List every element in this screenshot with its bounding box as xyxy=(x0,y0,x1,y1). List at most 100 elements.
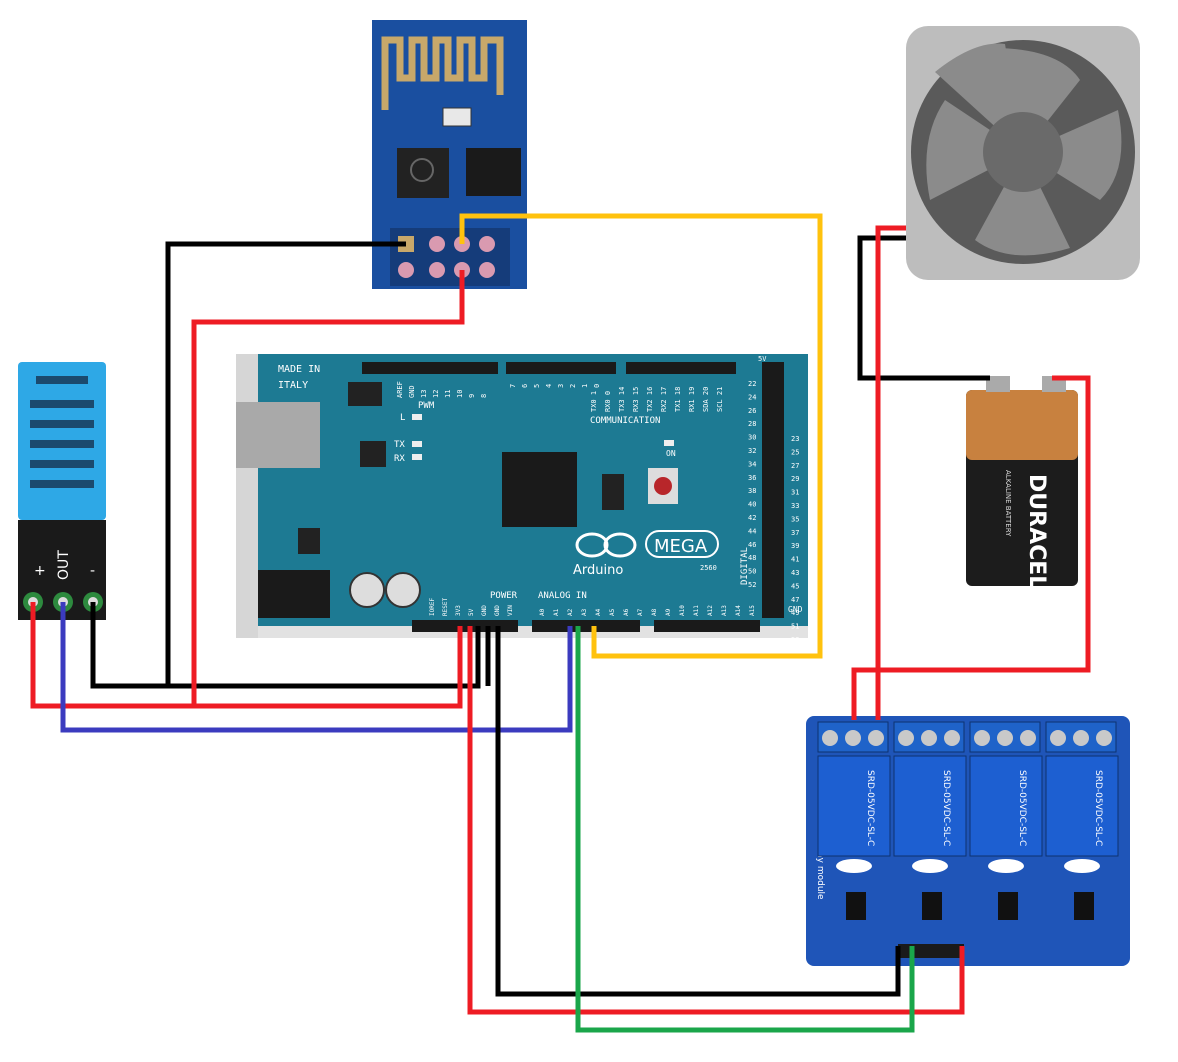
pin-label: 42 xyxy=(748,514,756,522)
tx-label: TX xyxy=(394,440,405,450)
relay-model-text: SRD-05VDC-SL-C xyxy=(865,770,875,846)
pin-label: A5 xyxy=(609,608,616,616)
pin-label: 33 xyxy=(791,502,799,510)
relay-unit xyxy=(1045,721,1119,857)
relay-screw xyxy=(868,730,884,746)
on-led xyxy=(664,440,674,446)
arduino-logo-left xyxy=(575,532,609,558)
relay-diode xyxy=(912,859,948,873)
header-pwm2 xyxy=(506,362,616,374)
wire-battery-pos xyxy=(851,375,1091,720)
on-label: ON xyxy=(666,449,676,458)
relay-body xyxy=(969,755,1043,857)
mega-label: MEGA xyxy=(654,536,708,557)
pin-label: 38 xyxy=(748,487,756,495)
battery-terminal-neg xyxy=(986,376,1010,392)
pin-label: 37 xyxy=(791,529,799,537)
relay-optocoupler xyxy=(922,892,942,920)
header-pwm xyxy=(362,362,498,374)
pin-label: 5 xyxy=(533,384,541,388)
relay-unit xyxy=(817,721,891,857)
pin-label: 9 xyxy=(468,394,476,398)
relay-screw xyxy=(997,730,1013,746)
battery-9v: DURACELL ALKALINE BATTERY xyxy=(966,376,1078,603)
pin-label: 13 xyxy=(420,390,428,398)
pin-label: A12 xyxy=(707,605,714,616)
digital-label: DIGITAL xyxy=(740,547,750,585)
pin-label: 41 xyxy=(791,556,799,564)
dht-pin-plus: + xyxy=(34,563,46,579)
tx-led xyxy=(412,441,422,447)
esp01-flash-chip xyxy=(466,148,521,196)
pin-label: A15 xyxy=(749,605,756,616)
pin-label: 6 xyxy=(521,384,529,388)
pin-label: A2 xyxy=(567,608,574,616)
pin-label: A7 xyxy=(637,608,644,616)
pin-label: 50 xyxy=(748,568,756,576)
power-label: POWER xyxy=(490,591,518,601)
pin-label: A4 xyxy=(595,608,602,616)
pin-label: A14 xyxy=(735,605,742,616)
pin-label: 44 xyxy=(748,527,756,535)
relay-screw xyxy=(822,730,838,746)
wire-esp-vcc xyxy=(191,270,465,704)
relay-diode xyxy=(988,859,1024,873)
battery-brand: DURACELL xyxy=(1024,474,1049,603)
relay-model-text: SRD-05VDC-SL-C xyxy=(1093,770,1103,846)
pin-label: 23 xyxy=(791,435,799,443)
pin-label: IOREF xyxy=(429,598,436,616)
pin-label: 1 xyxy=(581,384,589,388)
cooling-fan xyxy=(906,26,1140,280)
relay-screw xyxy=(1073,730,1089,746)
relay-screw xyxy=(944,730,960,746)
pin-label: A0 xyxy=(539,608,546,616)
pin-label: 4 xyxy=(545,384,553,388)
rx-led xyxy=(412,454,422,460)
capacitor-2 xyxy=(385,572,421,608)
model-label: 2560 xyxy=(700,564,717,572)
header-comm xyxy=(626,362,736,374)
pin-label: VIN xyxy=(507,605,514,616)
pin-label: A1 xyxy=(553,608,560,616)
header-power xyxy=(412,620,518,632)
pwm-label: PWM xyxy=(418,401,435,411)
header-digital xyxy=(762,362,784,618)
arduino-brand: Arduino xyxy=(573,563,623,578)
relay-optocoupler xyxy=(1074,892,1094,920)
pin-label: TX2 16 xyxy=(646,387,654,412)
pin-label: TX0 1 xyxy=(590,391,598,412)
pin-label: A9 xyxy=(665,608,672,616)
dht-pin-minus: - xyxy=(90,563,95,579)
wire-relay-gnd xyxy=(495,626,901,997)
wire-dht-data xyxy=(60,602,573,733)
l-label: L xyxy=(400,413,405,423)
pin-label: 28 xyxy=(748,420,756,428)
wire-dht-gnd xyxy=(90,602,168,689)
gnd-label: GND xyxy=(788,605,803,614)
pin-label: 30 xyxy=(748,434,756,442)
relay-input-header xyxy=(898,944,964,958)
l-led xyxy=(412,414,422,420)
pin-label: A10 xyxy=(679,605,686,616)
arduino-mega: MADE IN ITALY PWM L TX RX ON COMMUNICATI… xyxy=(236,354,808,644)
pin-label: 45 xyxy=(791,582,799,590)
wire-dht-vcc xyxy=(30,602,463,709)
pin-label: 39 xyxy=(791,542,799,550)
relay-diode xyxy=(836,859,872,873)
icsp-header xyxy=(348,382,624,510)
pin-label: A8 xyxy=(651,608,658,616)
pin-label: GND xyxy=(494,605,501,616)
atmega-chip xyxy=(502,452,577,527)
relay-model-text: SRD-05VDC-SL-C xyxy=(1017,770,1027,846)
relay-optocoupler xyxy=(846,892,866,920)
pin-label: 31 xyxy=(791,489,799,497)
pin-label: 34 xyxy=(748,460,756,468)
pin-label: GND xyxy=(481,605,488,616)
relay-unit xyxy=(893,721,967,857)
relay-screw xyxy=(898,730,914,746)
usb-connector xyxy=(236,402,320,468)
pin-label: 7 xyxy=(509,384,517,388)
